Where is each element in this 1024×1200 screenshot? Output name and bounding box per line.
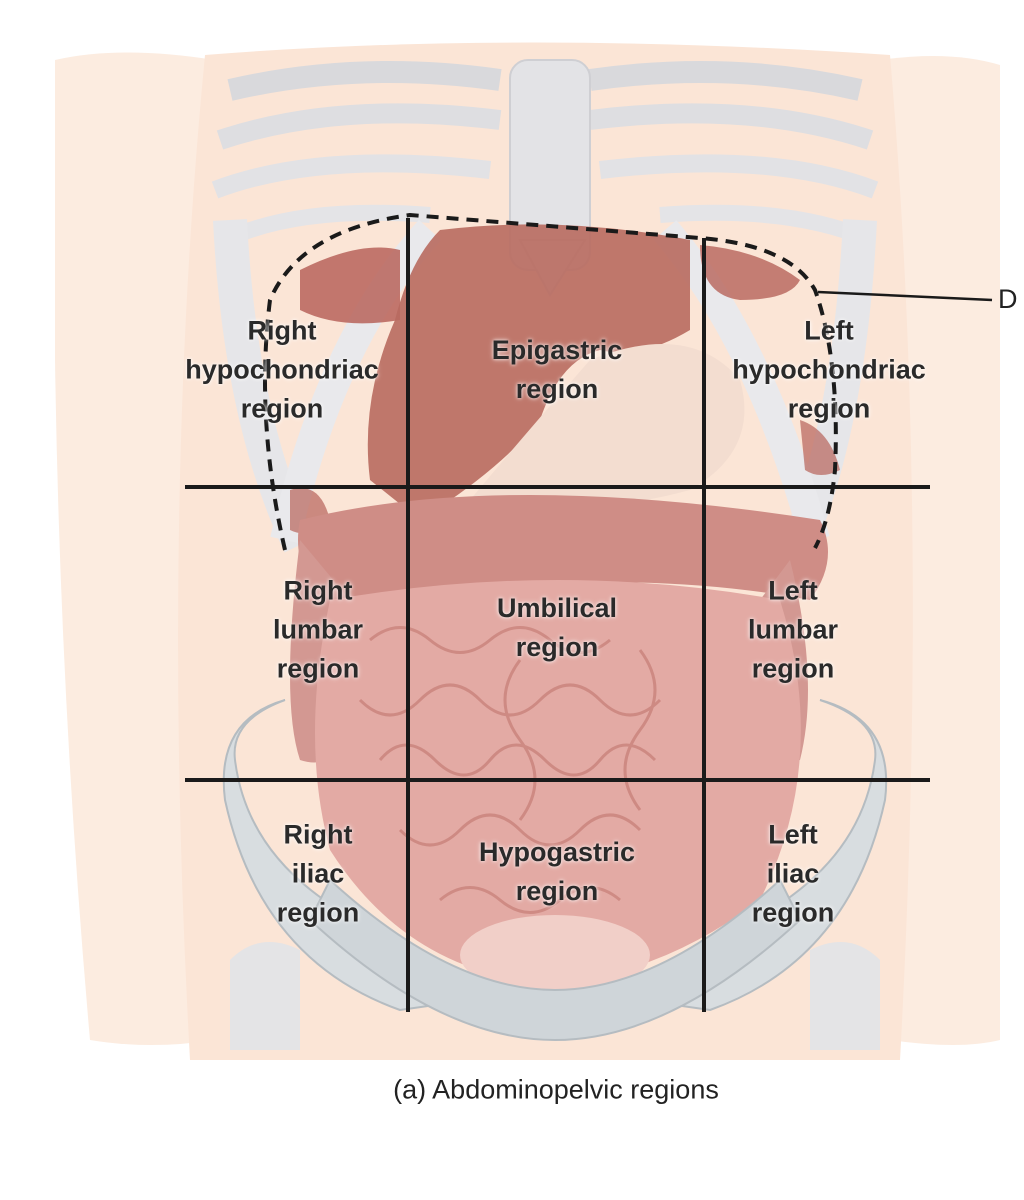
callout-letter: D bbox=[998, 284, 1018, 314]
label-epigastric-region: Epigastric region bbox=[491, 335, 623, 404]
label-left-hypochondriac-region: Left hypochondriac region bbox=[732, 315, 926, 424]
label-umbilical-region: Umbilical region bbox=[496, 593, 618, 662]
region-grid bbox=[185, 218, 930, 1012]
label-left-iliac-region: Left iliac region bbox=[751, 819, 835, 928]
large-intestine bbox=[290, 495, 828, 763]
figure-caption: (a) Abdominopelvic regions bbox=[393, 1074, 719, 1105]
label-right-hypochondriac-region: Right hypochondriac region bbox=[185, 315, 379, 424]
callout-leader-line bbox=[817, 290, 993, 302]
upper-organs bbox=[290, 224, 840, 534]
label-left-lumbar-region: Left lumbar region bbox=[747, 575, 839, 684]
label-right-lumbar-region: Right lumbar region bbox=[272, 575, 364, 684]
rib-cage-icon bbox=[211, 59, 879, 553]
pelvis-icon bbox=[222, 699, 888, 1050]
label-right-iliac-region: Right iliac region bbox=[276, 819, 360, 928]
label-hypogastric-region: Hypogastric region bbox=[478, 837, 636, 906]
diaphragm-dashed-outline bbox=[263, 212, 838, 551]
